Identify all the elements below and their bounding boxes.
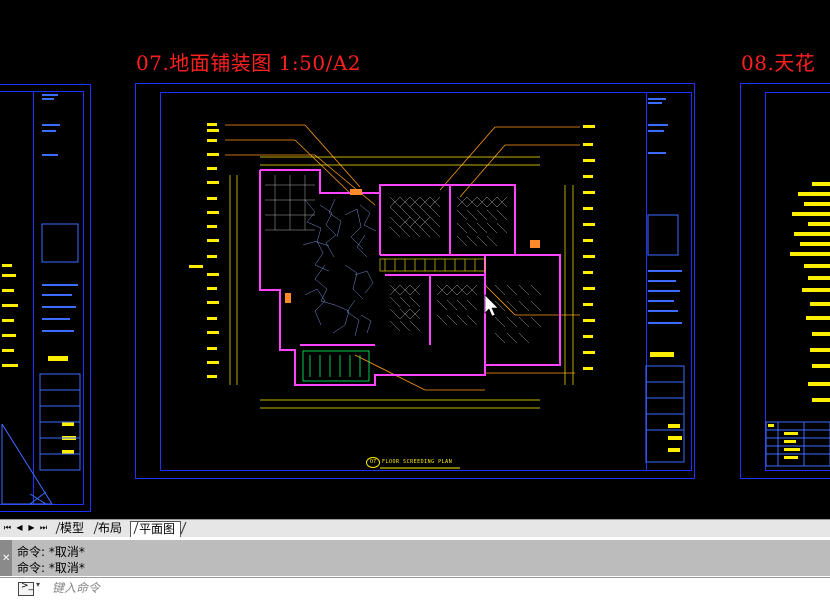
tab-floor-plan[interactable]: 平面图	[130, 521, 182, 537]
tab-nav-last-button[interactable]: ⏭	[39, 523, 48, 532]
command-history-line: 命令: *取消*	[17, 561, 85, 575]
command-history-line: 命令: *取消*	[17, 545, 85, 559]
tab-layout[interactable]: 布局	[90, 521, 127, 536]
command-input-bar: >_ ▾	[0, 577, 830, 600]
caption-underline	[380, 467, 460, 469]
sheet-08-inner-frame	[765, 92, 830, 471]
drawing-canvas[interactable]: 07.地面铺装图 1:50/A2	[0, 0, 830, 519]
sheet-title-08: 08.天花	[741, 51, 816, 75]
tab-nav-prev-button[interactable]: ◀	[16, 523, 23, 532]
chevron-down-icon[interactable]: ▾	[36, 580, 41, 589]
command-prompt-icon[interactable]: >_	[18, 581, 34, 596]
command-line-panel: ✕ 命令: *取消* 命令: *取消* >_ ▾	[0, 537, 830, 600]
caption-number: 07	[366, 457, 380, 468]
caption-text: FLOOR SCREEDING PLAN	[382, 459, 453, 465]
tab-nav-next-button[interactable]: ▶	[28, 523, 35, 532]
tab-layout-label: 布局	[98, 521, 123, 535]
tab-nav-first-button[interactable]: ⏮	[3, 523, 12, 532]
floor-plan-drawing[interactable]	[185, 115, 605, 445]
tab-model[interactable]: 模型	[52, 521, 89, 536]
tab-separators	[55, 521, 187, 535]
sheet-left-content	[1, 94, 81, 505]
tab-floor-plan-label: 平面图	[139, 522, 176, 536]
tab-model-label: 模型	[60, 521, 85, 535]
mouse-cursor-icon	[484, 294, 499, 317]
sheet-08-frame[interactable]	[740, 83, 830, 479]
sheet-07-inner-frame	[160, 92, 692, 471]
sheet-08-content	[765, 182, 830, 467]
sheet-07-frame[interactable]	[135, 83, 695, 479]
command-history: ✕ 命令: *取消* 命令: *取消*	[0, 540, 830, 576]
sheet-title-07: 07.地面铺装图 1:50/A2	[136, 51, 361, 75]
sheet-07-title-block	[646, 93, 692, 470]
title-block	[33, 92, 84, 504]
layout-tab-bar: ⏮ ◀ ▶ ⏭ 模型 布局 平面图	[0, 519, 830, 538]
command-input[interactable]	[52, 579, 812, 597]
command-panel-handle[interactable]: ✕	[0, 540, 12, 576]
close-icon[interactable]: ✕	[2, 553, 11, 564]
sheet-07-title-block-content	[645, 98, 685, 463]
